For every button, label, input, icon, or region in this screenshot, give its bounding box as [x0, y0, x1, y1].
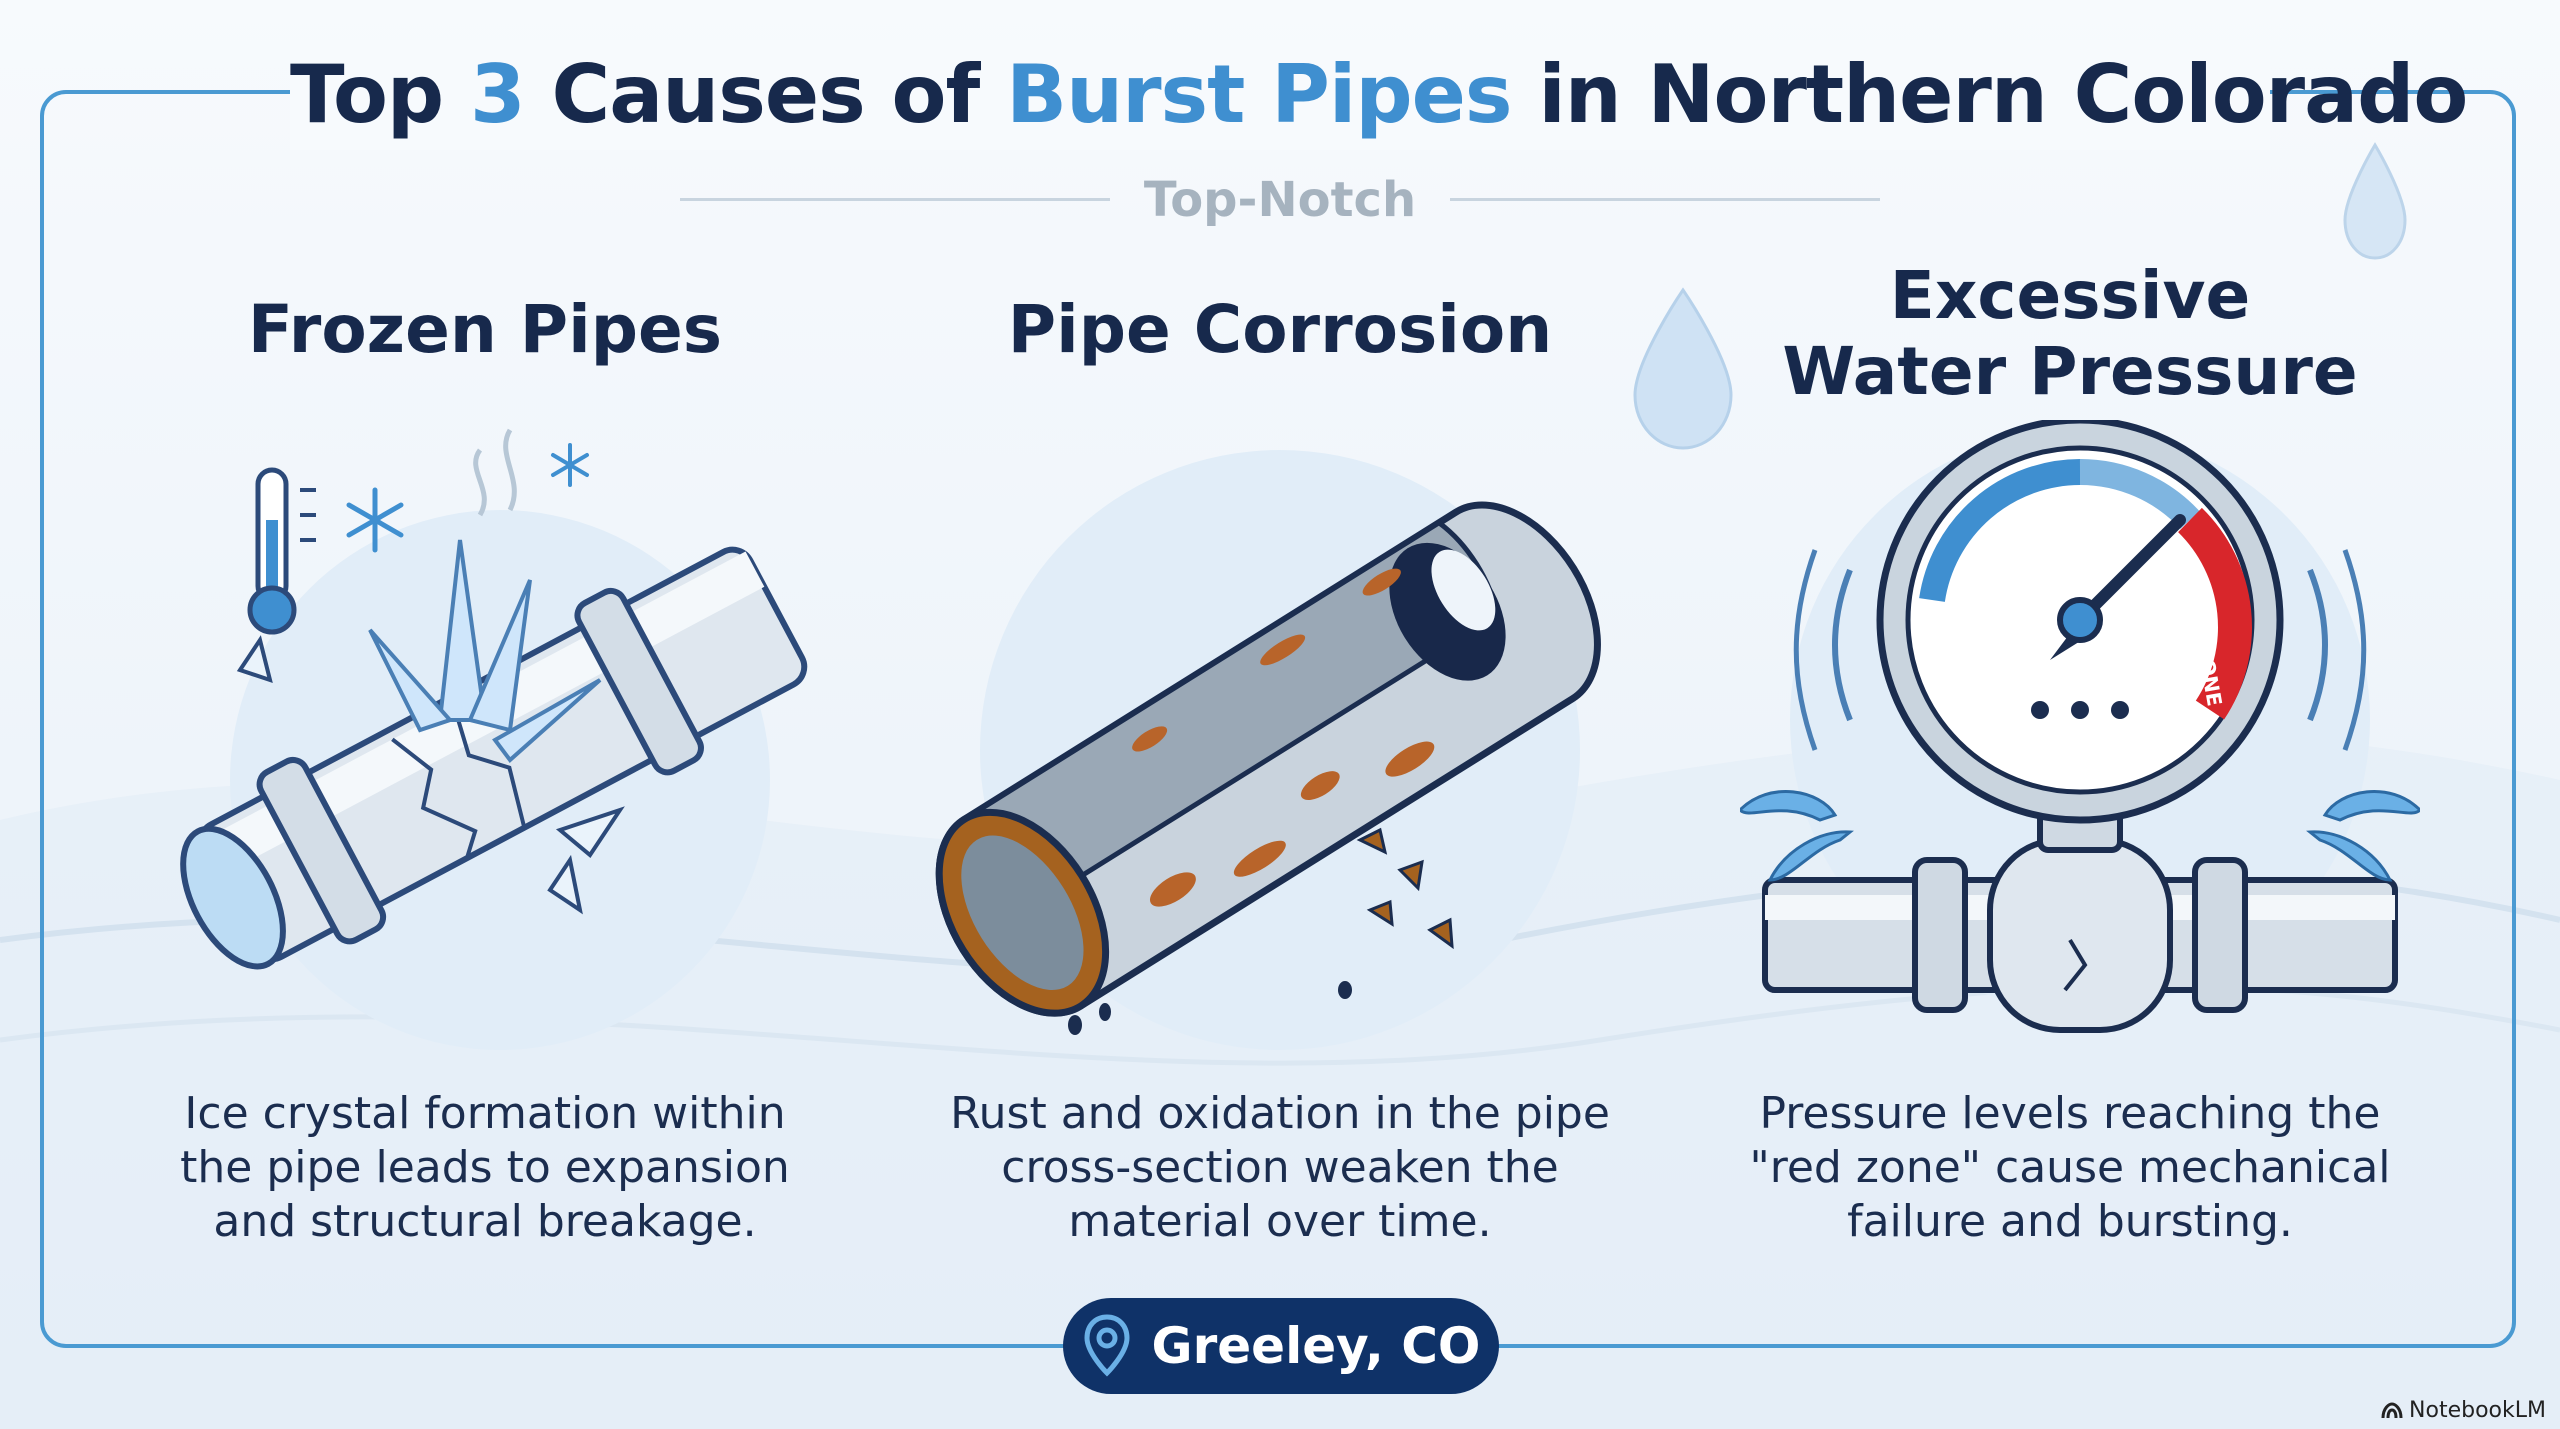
brand-row: Top-Notch: [680, 170, 1880, 230]
footer-label: NotebookLM: [2409, 1398, 2546, 1423]
cause-title-corrosion: Pipe Corrosion: [1007, 291, 1553, 368]
pressure-gauge-icon: RED ZONE: [1876, 420, 2284, 824]
map-pin-icon: [1084, 1314, 1130, 1377]
water-drop-icon: [2343, 142, 2407, 260]
brand-name: Top-Notch: [1143, 172, 1417, 228]
water-drop-icon: [1633, 287, 1733, 450]
footer-watermark: NotebookLM: [2381, 1398, 2546, 1423]
pressure-gauge-illustration: RED ZONE: [1740, 420, 2420, 1033]
cause-description-pressure: Pressure levels reaching the "red zone" …: [1749, 1088, 2391, 1247]
frozen-pipe-illustration: [180, 428, 808, 1050]
location-badge: Greeley, CO: [1063, 1298, 1499, 1394]
notebooklm-logo-icon: [2381, 1401, 2403, 1418]
ice-crystal-icon: [368, 539, 602, 763]
page-title: Top 3 Causes of Burst Pipes in Northern …: [290, 40, 2468, 150]
snowflake-icon: [551, 443, 589, 487]
corroded-pipe-illustration: [935, 450, 1601, 1050]
snowflake-icon: [346, 487, 404, 553]
location-label: Greeley, CO: [1151, 1317, 1481, 1375]
cause-title-frozen: Frozen Pipes: [247, 291, 723, 368]
cause-description-corrosion: Rust and oxidation in the pipe cross-sec…: [950, 1088, 1610, 1247]
thermometer-icon: [247, 467, 316, 635]
cause-description-frozen: Ice crystal formation within the pipe le…: [180, 1088, 790, 1247]
cause-title-pressure: Excessive Water Pressure: [1782, 257, 2358, 410]
corroded-pipe-icon: [935, 501, 1601, 1017]
